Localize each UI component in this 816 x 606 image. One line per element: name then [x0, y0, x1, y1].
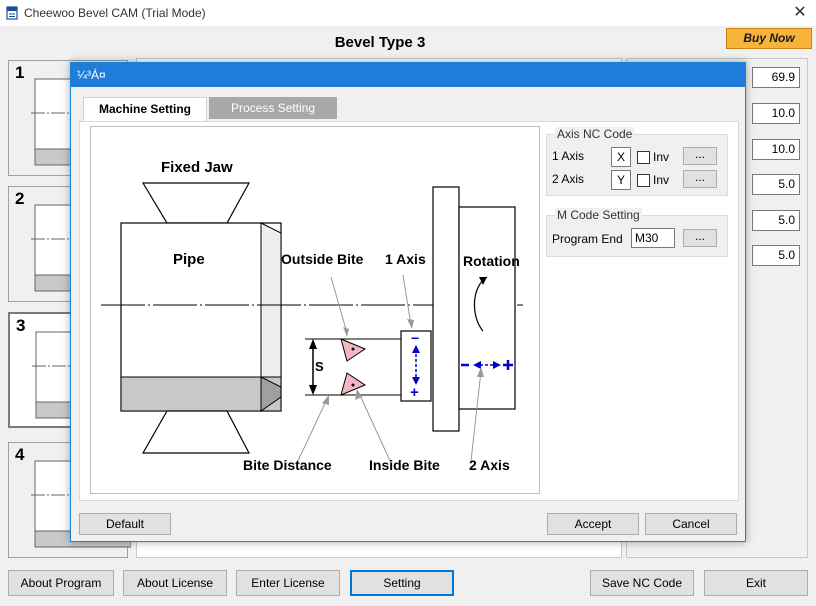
dialog-title-bar: ¼³Á¤	[71, 63, 745, 87]
fixed-jaw-label: Fixed Jaw	[161, 159, 233, 176]
fixed-jaw-bottom-shape	[141, 410, 250, 454]
axis2-code-field[interactable]: Y	[611, 170, 631, 190]
program-end-more-button[interactable]: ...	[683, 229, 717, 247]
cancel-button[interactable]: Cancel	[645, 513, 737, 535]
default-button[interactable]: Default	[79, 513, 171, 535]
about-license-button[interactable]: About License	[123, 570, 227, 596]
parameter-value-field[interactable]: 5.0	[752, 174, 800, 195]
exit-button[interactable]: Exit	[704, 570, 808, 596]
parameter-value-field[interactable]: 69.9	[752, 67, 800, 88]
accept-button[interactable]: Accept	[547, 513, 639, 535]
axis1-more-button[interactable]: ...	[683, 147, 717, 165]
save-nc-code-button[interactable]: Save NC Code	[590, 570, 694, 596]
spindle-body-shape	[458, 206, 516, 410]
parameter-value-field[interactable]: 5.0	[752, 210, 800, 231]
thumbnail-number: 4	[15, 445, 25, 464]
axis2-inv-label: Inv	[653, 173, 670, 187]
about-program-button[interactable]: About Program	[8, 570, 114, 596]
inside-bite-label: Inside Bite	[369, 457, 440, 473]
axis1-inv-label: Inv	[653, 150, 670, 164]
bite-distance-label: Bite Distance	[243, 457, 332, 473]
tab-process-setting[interactable]: Process Setting	[209, 97, 337, 119]
thumbnail-number: 3	[16, 316, 26, 335]
title-bar	[0, 0, 816, 26]
thumbnail-number: 2	[15, 189, 25, 208]
svg-text:+: +	[410, 384, 419, 401]
parameter-value-field[interactable]: 5.0	[752, 245, 800, 266]
parameter-value-field[interactable]: 10.0	[752, 139, 800, 160]
s-label: S	[315, 359, 324, 374]
program-end-field[interactable]: M30	[631, 228, 675, 248]
axis1-inv-checkbox[interactable]	[637, 151, 650, 164]
machine-diagram: − +	[90, 126, 540, 494]
one-axis-label: 1 Axis	[385, 251, 426, 267]
program-end-label: Program End	[552, 232, 623, 246]
axis1-code-field[interactable]: X	[611, 147, 631, 167]
window-title: Cheewoo Bevel CAM (Trial Mode)	[24, 6, 206, 20]
outside-bite-label: Outside Bite	[281, 251, 364, 267]
rotation-label: Rotation	[463, 253, 520, 269]
axis2-label: 2 Axis	[552, 172, 585, 186]
dialog-title: ¼³Á¤	[77, 68, 106, 82]
spindle-plate-shape	[432, 186, 460, 432]
app-icon	[6, 6, 18, 20]
axis1-label: 1 Axis	[552, 149, 585, 163]
axis2-more-button[interactable]: ...	[683, 170, 717, 188]
enter-license-button[interactable]: Enter License	[236, 570, 340, 596]
close-icon[interactable]: ✕	[793, 4, 807, 21]
axis-nc-code-title: Axis NC Code	[555, 127, 635, 141]
two-axis-label: 2 Axis	[469, 457, 510, 473]
thumbnail-number: 1	[15, 63, 25, 82]
fixed-jaw-top-shape	[141, 182, 251, 224]
settings-dialog: ¼³Á¤ Machine Setting Process Setting	[70, 62, 746, 542]
svg-text:−: −	[411, 330, 419, 346]
setting-button[interactable]: Setting	[350, 570, 454, 596]
axis-nc-code-group: Axis NC Code 1 Axis X Inv ... 2 Axis Y I…	[546, 127, 728, 196]
pipe-label: Pipe	[173, 251, 205, 268]
tab-machine-setting[interactable]: Machine Setting	[83, 97, 207, 121]
page-title: Bevel Type 3	[334, 34, 426, 51]
m-code-setting-title: M Code Setting	[555, 208, 642, 222]
machine-setting-panel: − +	[79, 121, 739, 501]
m-code-setting-group: M Code Setting Program End M30 ...	[546, 208, 728, 257]
machine-diagram-drawing: − +	[101, 182, 523, 464]
parameter-value-field[interactable]: 10.0	[752, 103, 800, 124]
axis2-inv-checkbox[interactable]	[637, 174, 650, 187]
buy-now-button[interactable]: Buy Now	[726, 28, 812, 49]
